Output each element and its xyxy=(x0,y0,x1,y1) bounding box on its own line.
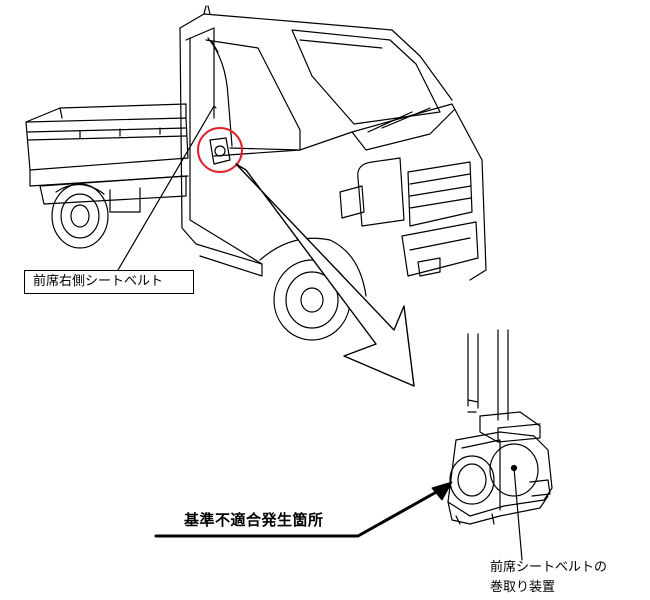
truck-cab xyxy=(179,5,487,341)
retractor-leader-line xyxy=(513,467,523,561)
rear-wheel xyxy=(51,183,109,249)
nonconformity-pointer-arrowhead xyxy=(431,481,453,501)
front-grille xyxy=(407,161,473,227)
seatbelt-label: 前席右側シートベルト xyxy=(24,270,194,294)
nonconformity-label: 基準不適合発生箇所 xyxy=(184,511,324,529)
cargo-bed xyxy=(25,117,189,171)
seatbelt-leader-line xyxy=(117,105,215,271)
retractor-label-line-2: 巻取り装置 xyxy=(490,580,556,595)
retractor-label: 前席シートベルトの 巻取り装置 xyxy=(490,558,607,598)
highlight-circle xyxy=(197,127,243,173)
seatbelt-retractor-illustration xyxy=(447,329,553,525)
kei-truck-illustration xyxy=(25,5,487,341)
zoom-arrow xyxy=(235,163,415,387)
nonconformity-pointer-line xyxy=(154,488,442,538)
retractor-label-line-1: 前席シートベルトの xyxy=(490,560,608,575)
